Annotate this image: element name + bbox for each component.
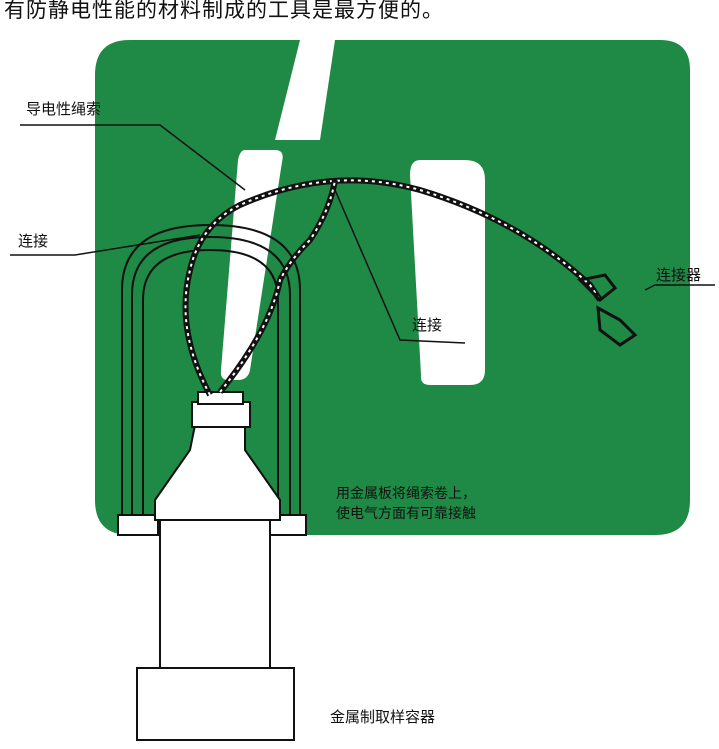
label-connect-left: 连接 (18, 232, 48, 250)
label-note-line2: 使电气方面有可靠接触 (336, 505, 476, 522)
leader-conductive-rope (20, 124, 246, 191)
label-connect-middle: 连接 (412, 316, 442, 334)
leader-lines (10, 124, 715, 344)
label-note-line1: 用金属板将绳索卷上， (336, 485, 476, 502)
label-conductive-rope: 导电性绳索 (26, 100, 101, 118)
metal-sampling-container (136, 519, 295, 741)
connector-clamp (576, 273, 638, 347)
leader-connect-left (10, 234, 201, 256)
label-container: 金属制取样容器 (330, 708, 435, 726)
top-caption-text: 有防静电性能的材料制成的工具是最方便的。 (4, 0, 444, 22)
leader-connector (644, 284, 715, 291)
metal-holder-bracket (117, 223, 307, 536)
leader-connect-middle (334, 189, 466, 344)
conductive-rope (182, 177, 603, 397)
label-connector: 连接器 (656, 266, 701, 284)
sample-bottle (154, 391, 281, 521)
